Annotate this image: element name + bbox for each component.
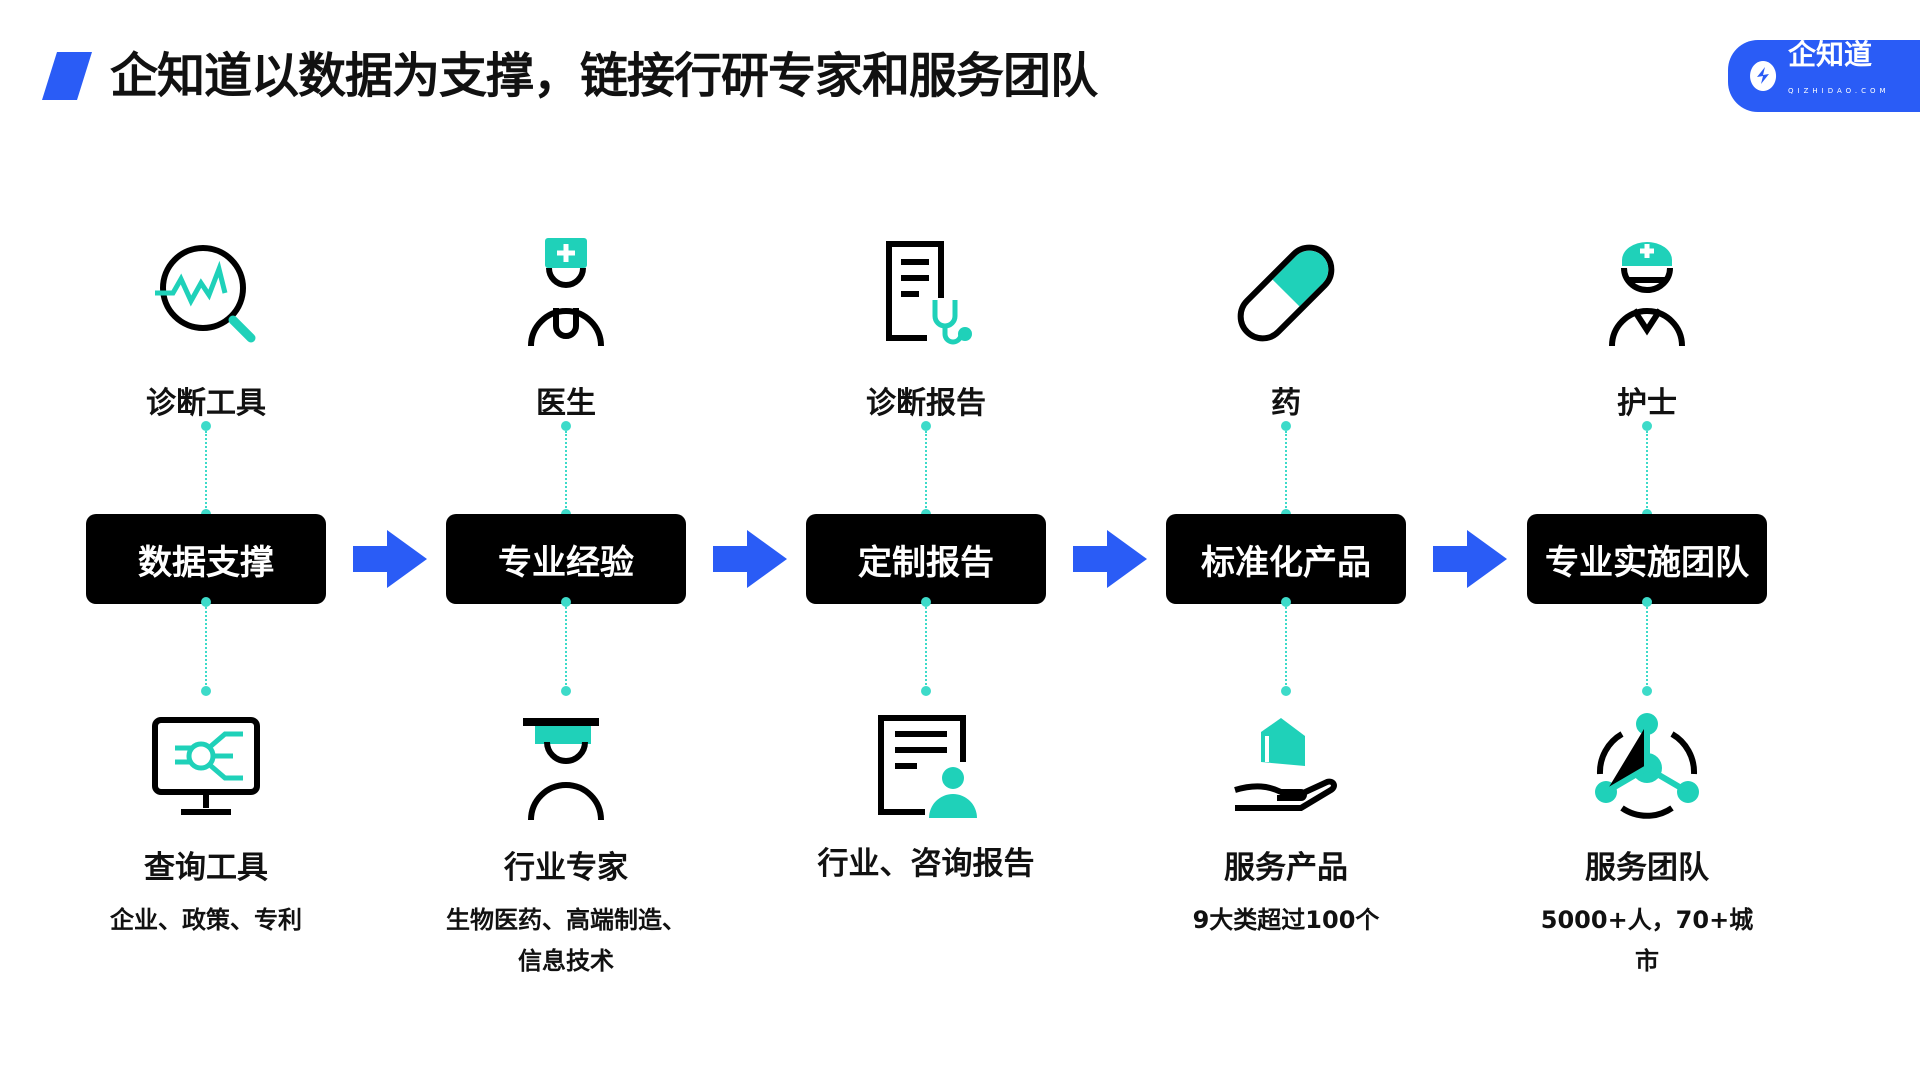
connector-dot	[1642, 421, 1652, 431]
sublabel-line: 企业、政策、专利	[110, 906, 302, 934]
connector-line	[1285, 431, 1287, 511]
network-icon	[1595, 713, 1699, 819]
bottom-label: 行业、咨询报告	[817, 846, 1035, 882]
bottom-sublabel: 5000+人，70+城市	[1497, 900, 1797, 982]
top-label: 药	[1271, 386, 1301, 421]
page-title: 企知道以数据为支撑，链接行研专家和服务团队	[110, 48, 1098, 104]
stage-box: 标准化产品	[1166, 514, 1406, 604]
connector-line	[925, 431, 927, 511]
bottom-sublabel: 企业、政策、专利	[56, 900, 356, 941]
connector-dot	[201, 686, 211, 696]
connector-line	[565, 431, 567, 511]
connector-line	[1646, 431, 1648, 511]
connector-line	[1285, 607, 1287, 685]
connector-line	[925, 607, 927, 685]
pill-icon	[1237, 244, 1335, 342]
hand-product-icon	[1234, 718, 1337, 811]
connector-line	[565, 607, 567, 685]
stage-box: 专业经验	[446, 514, 686, 604]
top-label: 诊断工具	[146, 386, 266, 421]
stage-box: 专业实施团队	[1527, 514, 1767, 604]
flow-column: 医生 专业经验 行业专家 生物医药、高端制造、信息技术	[416, 0, 716, 1080]
sublabel-line: 信息技术	[518, 947, 614, 975]
bottom-label: 服务团队	[1585, 850, 1709, 886]
sublabel-line: 生物医药、高端制造、	[446, 906, 686, 934]
document-user-icon	[878, 715, 977, 818]
graduate-icon	[523, 718, 604, 821]
connector-dot	[1642, 597, 1652, 607]
logo-icon	[1750, 61, 1777, 91]
connector-line	[1646, 607, 1648, 685]
connector-dot	[201, 421, 211, 431]
connector-dot	[561, 686, 571, 696]
chart-magnifier-icon	[155, 245, 256, 343]
flow-column: 诊断工具 数据支撑 查询工具 企业、政策、专利	[56, 0, 356, 1080]
report-stethoscope-icon	[886, 241, 972, 345]
logo-domain: QIZHIDAO.COM	[1788, 86, 1890, 95]
bottom-label: 行业专家	[504, 850, 628, 886]
monitor-icon	[152, 717, 260, 815]
bottom-sublabel: 9大类超过100个	[1136, 900, 1436, 941]
connector-dot	[1281, 597, 1291, 607]
sublabel-line: 市	[1635, 947, 1659, 975]
connector-dot	[1281, 421, 1291, 431]
stage-box: 定制报告	[806, 514, 1046, 604]
brand-logo: 企知道 QIZHIDAO.COM	[1728, 40, 1920, 112]
nurse-icon	[1609, 242, 1685, 347]
connector-dot	[561, 421, 571, 431]
arrow-right-icon	[1433, 530, 1507, 588]
connector-dot	[201, 597, 211, 607]
stage-box: 数据支撑	[86, 514, 326, 604]
connector-dot	[561, 597, 571, 607]
connector-dot	[921, 686, 931, 696]
logo-name: 企知道	[1788, 37, 1873, 71]
connector-line	[205, 607, 207, 685]
bottom-sublabel: 生物医药、高端制造、信息技术	[416, 900, 716, 982]
flow-column: 诊断报告 定制报告 行业、咨询报告	[776, 0, 1076, 1080]
flow-column: 护士 专业实施团队 服务团队 5000+人，70+城市	[1497, 0, 1797, 1080]
sublabel-line: 9大类超过100个	[1192, 906, 1380, 934]
doctor-icon	[528, 238, 604, 347]
connector-dot	[921, 421, 931, 431]
connector-dot	[921, 597, 931, 607]
connector-dot	[1281, 686, 1291, 696]
flow-column: 药 标准化产品 服务产品 9大类超过100个	[1136, 0, 1436, 1080]
bottom-label: 服务产品	[1224, 850, 1348, 886]
top-label: 医生	[536, 386, 596, 421]
top-label: 护士	[1617, 386, 1677, 421]
connector-line	[205, 431, 207, 511]
connector-dot	[1642, 686, 1652, 696]
sublabel-line: 5000+人，70+城	[1540, 906, 1754, 934]
top-label: 诊断报告	[866, 386, 986, 421]
bottom-label: 查询工具	[144, 850, 268, 886]
